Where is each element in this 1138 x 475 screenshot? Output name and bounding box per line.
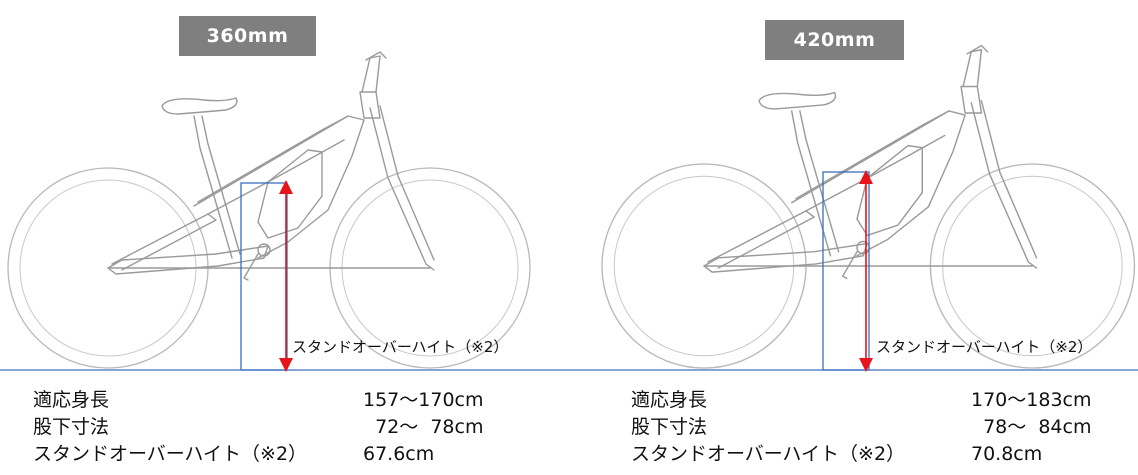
size-badge-360: 360mm bbox=[179, 16, 316, 56]
spec-row-standover: スタンドオーバーハイト（※2） 70.8cm bbox=[631, 441, 1136, 468]
size-badge-420: 420mm bbox=[765, 20, 904, 60]
spec-label: 股下寸法 bbox=[631, 416, 708, 438]
spec-value: 78～ 84cm bbox=[971, 416, 1092, 438]
spec-value: 70.8cm bbox=[971, 443, 1043, 465]
spec-row-inseam: 股下寸法 72～ 78cm bbox=[33, 414, 593, 441]
standover-arrow-360 bbox=[279, 180, 293, 372]
spec-row-standover: スタンドオーバーハイト（※2） 67.6cm bbox=[33, 441, 593, 468]
spec-table-360: 適応身長 157～170cm 股下寸法 72～ 78cm スタンドオーバーハイト… bbox=[33, 387, 593, 468]
spec-label: 適応身長 bbox=[33, 389, 110, 411]
spec-value: 72～ 78cm bbox=[363, 416, 484, 438]
spec-value: 170～183cm bbox=[971, 389, 1092, 411]
spec-value: 157～170cm bbox=[363, 389, 484, 411]
spec-value: 67.6cm bbox=[363, 443, 435, 465]
spec-row-height-range: 適応身長 157～170cm bbox=[33, 387, 593, 414]
spec-table-420: 適応身長 170～183cm 股下寸法 78～ 84cm スタンドオーバーハイト… bbox=[631, 387, 1136, 468]
standover-guide-360 bbox=[240, 182, 288, 371]
standover-label-360: スタンドオーバーハイト（※2） bbox=[292, 338, 509, 356]
spec-label: 股下寸法 bbox=[33, 416, 110, 438]
spec-row-inseam: 股下寸法 78～ 84cm bbox=[631, 414, 1136, 441]
spec-label: スタンドオーバーハイト（※2） bbox=[631, 443, 906, 465]
spec-row-height-range: 適応身長 170～183cm bbox=[631, 387, 1136, 414]
bike-420-drawing bbox=[601, 44, 1136, 369]
spec-label: 適応身長 bbox=[631, 389, 708, 411]
bike-360-drawing bbox=[7, 51, 531, 369]
standover-arrow-420 bbox=[859, 170, 873, 372]
spec-label: スタンドオーバーハイト（※2） bbox=[33, 443, 308, 465]
standover-label-420: スタンドオーバーハイト（※2） bbox=[876, 338, 1093, 356]
standover-guide-420 bbox=[822, 171, 870, 371]
